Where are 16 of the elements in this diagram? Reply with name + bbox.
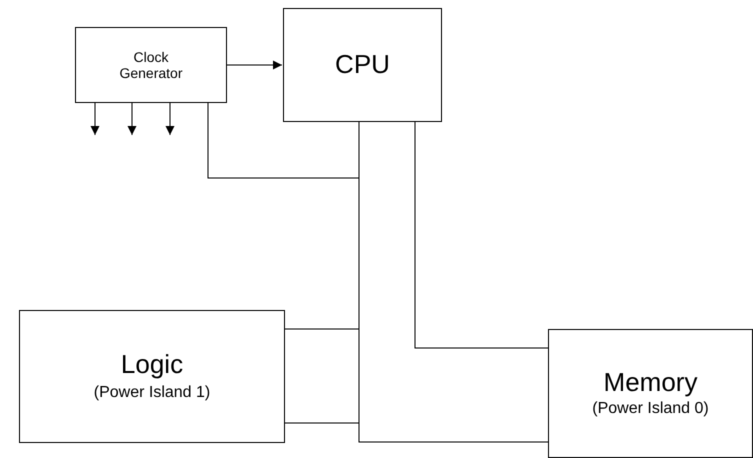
arrow — [128, 102, 136, 136]
block-box — [19, 310, 285, 443]
connector-line — [414, 122, 548, 348]
arrow — [90, 102, 100, 136]
connector-line — [208, 102, 360, 178]
block-title: Clock Generator — [118, 48, 184, 82]
arrow — [166, 102, 174, 136]
arrow — [226, 60, 282, 70]
block-box — [548, 329, 753, 458]
block-subtitle: (Power Island 1) — [92, 384, 212, 403]
block-box — [283, 8, 442, 122]
block-title: Logic — [120, 350, 184, 380]
block-title: Memory — [602, 368, 698, 398]
block-subtitle: (Power Island 0) — [591, 400, 710, 419]
block-title: CPU — [334, 50, 391, 80]
block-box — [75, 27, 227, 103]
